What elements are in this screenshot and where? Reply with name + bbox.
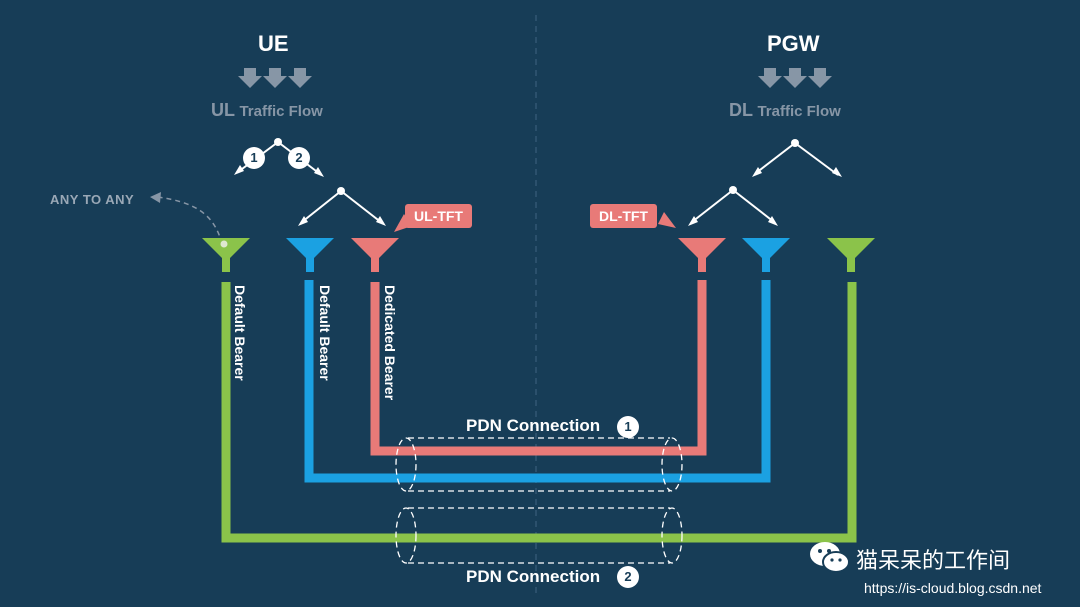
any-to-any-label: ANY TO ANY — [50, 192, 135, 207]
pdn-connection-2-badge: 2 — [617, 566, 639, 588]
dl-traffic-flow-label: DL Traffic Flow — [729, 100, 841, 120]
ue-down-arrows-icon — [238, 68, 312, 88]
ul-traffic-flow-label: UL Traffic Flow — [211, 100, 323, 120]
wechat-icon — [810, 542, 850, 573]
green-default-bearer-line — [221, 282, 857, 543]
green-funnel-icon-ue — [202, 238, 250, 272]
blue-funnel-icon-ue — [286, 238, 334, 272]
red-dedicated-bearer-line — [370, 280, 707, 456]
watermark-url: https://is-cloud.blog.csdn.net — [864, 580, 1042, 596]
ue-order-badge-2: 1 — [243, 147, 265, 169]
blue-funnel-icon-pgw — [742, 238, 790, 272]
ue-order-badge-1: 2 — [288, 147, 310, 169]
ue-title: UE — [258, 31, 289, 56]
pgw-down-arrows-icon — [758, 68, 832, 88]
watermark-text: 猫呆呆的工作间 — [856, 548, 1011, 573]
pgw-split-arrow-icon — [755, 142, 839, 176]
ue-tft-split-arrow-icon — [301, 190, 383, 224]
pdn-connection-2-tube — [395, 507, 683, 564]
pdn-connection-1-label: PDN Connection — [466, 416, 601, 435]
pgw-tft-split-arrow-icon — [691, 189, 775, 223]
green-default-bearer-label: Default Bearer — [232, 285, 248, 381]
pgw-title: PGW — [767, 31, 820, 56]
blue-default-bearer-line — [304, 280, 771, 483]
dl-tft-tag: DL-TFT — [590, 204, 657, 228]
red-funnel-icon-pgw — [678, 238, 726, 272]
red-dedicated-bearer-label: Dedicated Bearer — [382, 285, 398, 401]
pdn-connection-1-badge: 1 — [617, 416, 639, 438]
any-to-any-pointer — [157, 196, 223, 245]
ul-tft-tag: UL-TFT — [405, 204, 472, 228]
green-funnel-icon-pgw — [827, 238, 875, 272]
pdn-connection-1-tube — [395, 437, 683, 492]
blue-default-bearer-label: Default Bearer — [317, 285, 333, 381]
pdn-connection-2-label: PDN Connection — [466, 567, 601, 586]
red-funnel-icon-ue — [351, 238, 399, 272]
